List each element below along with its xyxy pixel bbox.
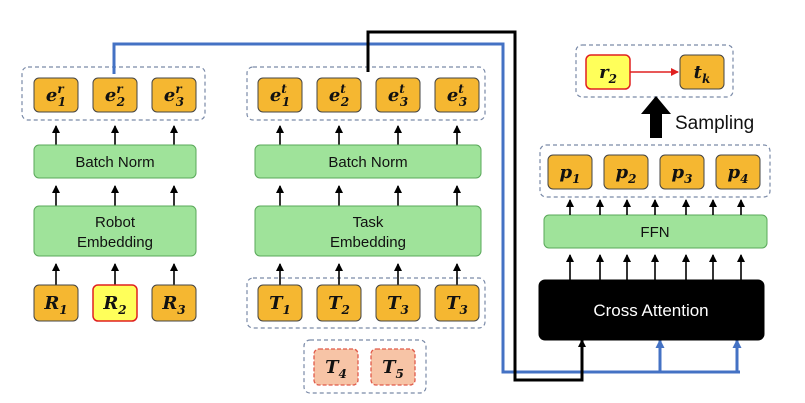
- probability-token: [547, 154, 593, 190]
- task-input-token: [257, 284, 303, 322]
- probability-tokens: p1 p2 p3 p4: [547, 154, 761, 190]
- task-input-group: [246, 277, 486, 329]
- task-batch-norm-label: Batch Norm: [328, 154, 407, 171]
- task-emb-arrows: [276, 185, 461, 206]
- task-to-cross-attention-line: [366, 30, 586, 382]
- task-embedding-token: [257, 77, 303, 113]
- extra-task-group: [303, 339, 427, 394]
- robot-input-arrows: [52, 263, 178, 285]
- assignment-group: [575, 44, 734, 98]
- task-input-tokens: T1 T2 T3 T3: [257, 284, 480, 322]
- sampling-arrow: [641, 96, 671, 138]
- task-embedding-token: [316, 77, 362, 113]
- cross-attention-block: [538, 279, 765, 341]
- ffn-label: FFN: [640, 224, 669, 241]
- task-embedding-label-1: Task: [353, 214, 384, 231]
- task-embedding-layer: [254, 205, 482, 257]
- task-input-arrows: [276, 263, 461, 285]
- extra-task-token: [313, 348, 359, 386]
- task-embedding-token: [375, 77, 421, 113]
- assigned-task-token: [679, 54, 725, 90]
- robot-embedding-token: [151, 77, 197, 113]
- robot-input-symbol: R3: [161, 293, 185, 317]
- extra-task-token: [370, 348, 416, 386]
- task-embedding-label-2: Embedding: [330, 234, 406, 251]
- task-input-token: [375, 284, 421, 322]
- robot-embedding-layer: [33, 205, 197, 257]
- robot-input-symbol: R2: [102, 293, 126, 317]
- robot-embedding-label-2: Embedding: [77, 234, 153, 251]
- robot-batch-norm-layer: [33, 144, 197, 179]
- assigned-robot-symbol: r2: [599, 62, 617, 86]
- probability-symbol: p3: [672, 162, 693, 186]
- task-bn-arrows: [276, 125, 461, 145]
- probability-symbol: p4: [728, 162, 749, 186]
- robot-input-token-selected: [92, 284, 138, 322]
- robot-embedding-token: [33, 77, 79, 113]
- robot-input-token: [33, 284, 79, 322]
- robot-embedding-label-1: Robot: [95, 214, 136, 231]
- robot-batch-norm-label: Batch Norm: [75, 154, 154, 171]
- robot-to-cross-attention-line: [112, 42, 740, 374]
- robot-emb-arrows: [52, 185, 178, 206]
- task-batch-norm-layer: [254, 144, 482, 179]
- ffn-input-arrows: [566, 254, 745, 280]
- extra-task-symbol: T4: [325, 357, 347, 381]
- extra-task-tokens: T4 T5: [313, 348, 416, 386]
- sampling-label: Sampling: [675, 113, 754, 134]
- probability-symbol: p1: [560, 162, 581, 186]
- robot-bn-arrows: [52, 125, 178, 145]
- task-input-token: [434, 284, 480, 322]
- task-input-symbol: T2: [328, 293, 350, 317]
- task-embedding-token: [434, 77, 480, 113]
- robot-input-symbol: R1: [43, 293, 67, 317]
- ffn-output-arrows: [566, 199, 745, 215]
- robot-input-tokens: R1 R2 R3: [33, 284, 197, 322]
- probability-group: [539, 144, 771, 198]
- extra-task-symbol: T5: [382, 357, 404, 381]
- robot-input-token: [151, 284, 197, 322]
- probability-token: [659, 154, 705, 190]
- task-embedding-group: [246, 66, 486, 121]
- task-input-symbol: T3: [446, 293, 468, 317]
- robot-embedding-token: [92, 77, 138, 113]
- task-input-symbol: T1: [269, 293, 291, 317]
- probability-token: [603, 154, 649, 190]
- task-input-token: [316, 284, 362, 322]
- task-input-symbol: T3: [387, 293, 409, 317]
- probability-token: [715, 154, 761, 190]
- assigned-task-symbol: tk: [694, 62, 711, 86]
- cross-attention-label: Cross Attention: [593, 301, 708, 320]
- probability-symbol: p2: [616, 162, 637, 186]
